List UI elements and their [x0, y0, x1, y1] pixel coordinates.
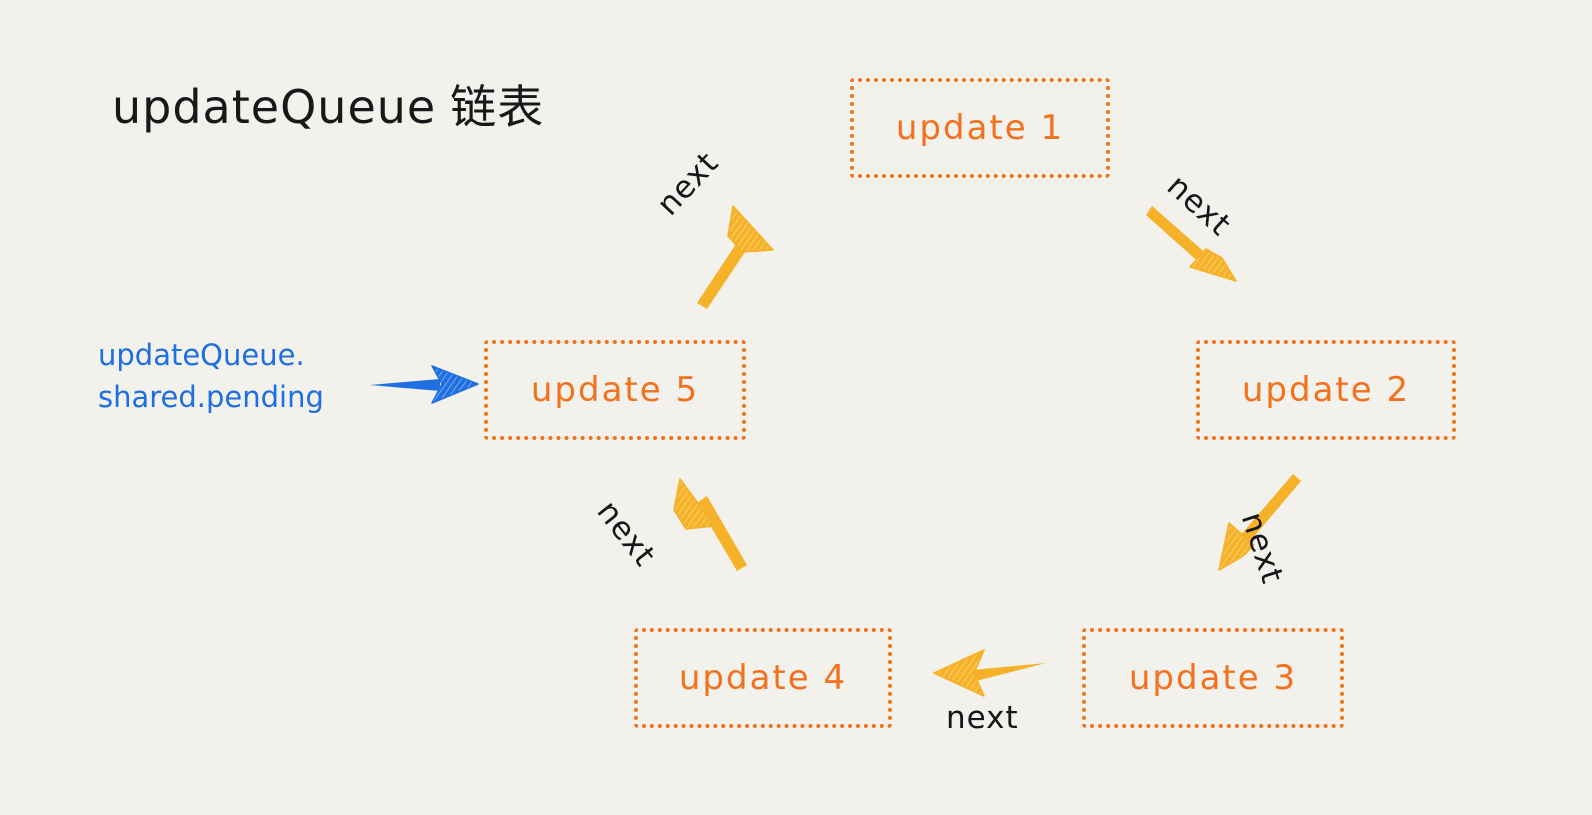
edge-label-2-to-3: next — [1233, 508, 1291, 589]
node-update-3-label: update 3 — [1128, 658, 1298, 698]
node-update-2[interactable]: update 2 — [1196, 340, 1456, 440]
title-cjk: 链表 — [450, 80, 545, 134]
next-arrow-3-to-4 — [933, 649, 1046, 697]
next-arrow-4-to-5 — [673, 478, 747, 571]
edge-label-3-to-4: next — [946, 700, 1019, 736]
node-update-2-label: update 2 — [1241, 370, 1411, 410]
edge-label-5-to-1: next — [650, 144, 726, 223]
edge-label-4-to-5: next — [589, 494, 663, 574]
edge-label-1-to-2: next — [1159, 168, 1239, 244]
pending-pointer-line-2: shared.pending — [98, 380, 324, 415]
node-update-5[interactable]: update 5 — [484, 340, 746, 440]
title-latin: updateQueue — [112, 80, 437, 134]
node-update-4-label: update 4 — [678, 658, 848, 698]
node-update-1[interactable]: update 1 — [850, 78, 1110, 178]
node-update-4[interactable]: update 4 — [634, 628, 892, 728]
pending-pointer-line-1: updateQueue. — [98, 338, 305, 372]
node-update-5-label: update 5 — [530, 370, 700, 410]
node-update-3[interactable]: update 3 — [1082, 628, 1344, 728]
next-arrow-5-to-1 — [697, 205, 774, 309]
pending-pointer-label: updateQueue. shared.pending — [98, 334, 324, 418]
node-update-1-label: update 1 — [895, 108, 1065, 148]
blue-pointer-arrow — [370, 365, 479, 404]
